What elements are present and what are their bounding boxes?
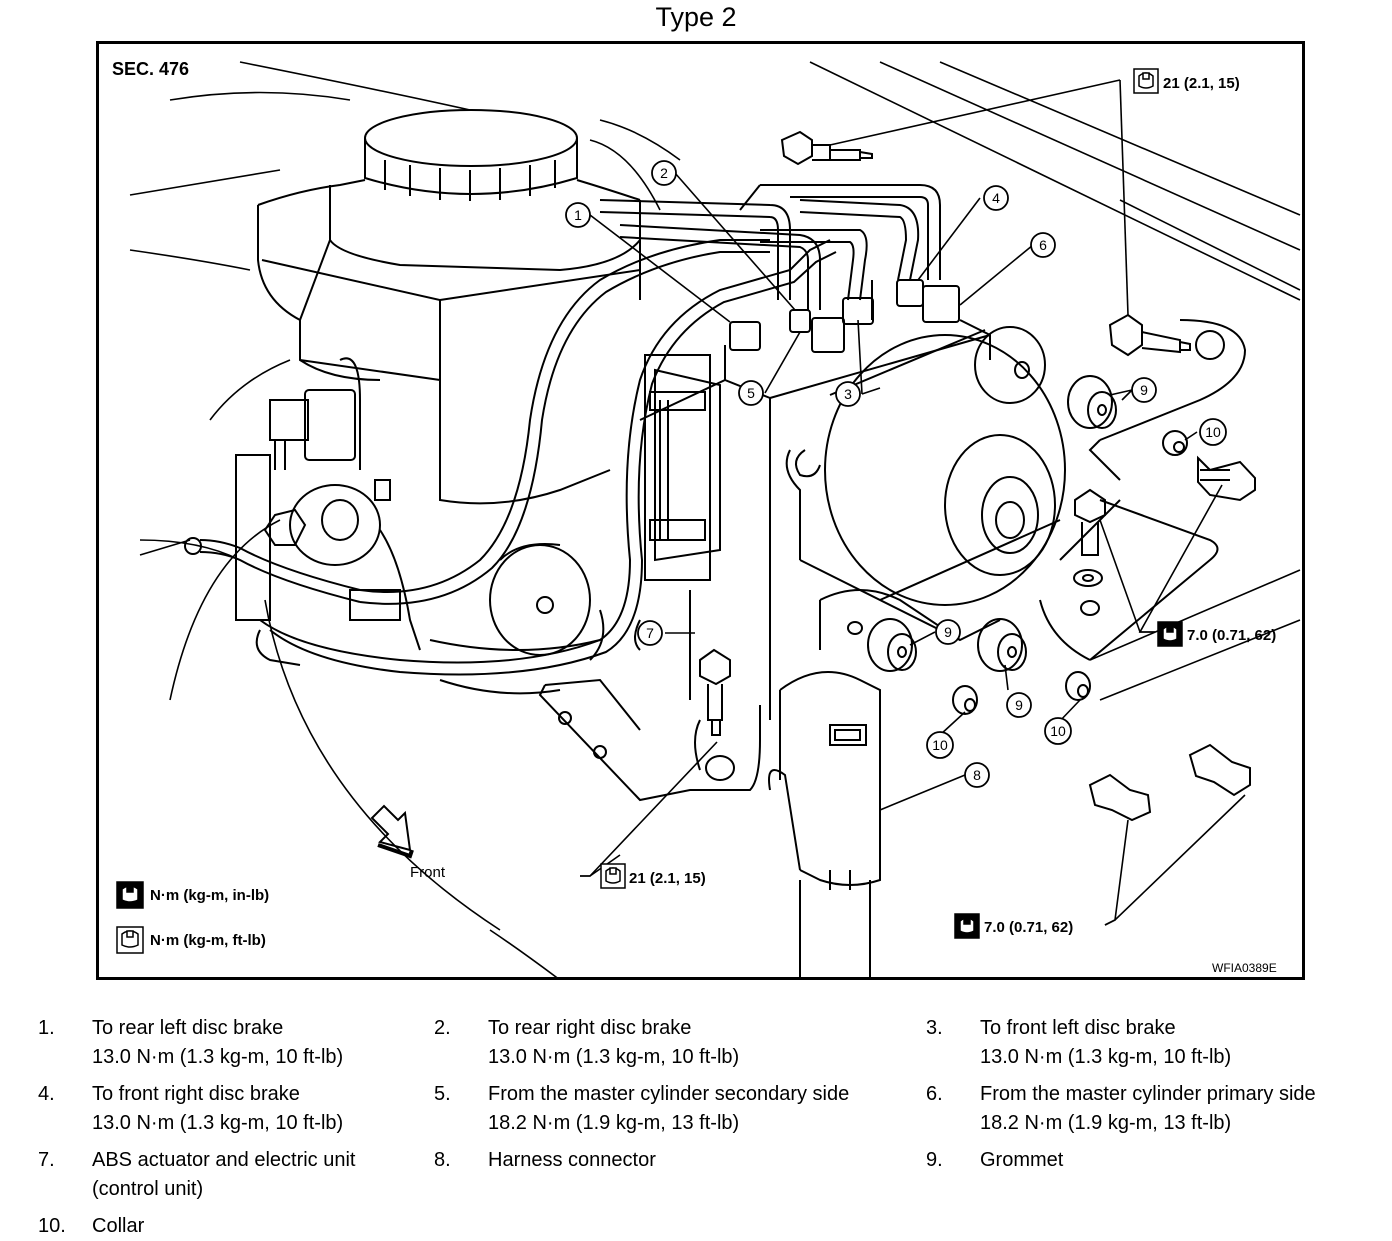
callout-9-c xyxy=(1006,692,1032,718)
callout-4 xyxy=(983,185,1009,211)
bolts xyxy=(699,130,1256,822)
callout-label: 9 xyxy=(1140,382,1148,398)
legend-text: ABS actuator and electric unit(control u… xyxy=(92,1149,356,1200)
callout-label: 2 xyxy=(660,165,668,181)
background-outlines xyxy=(129,61,1301,977)
section-label: SEC. 476 xyxy=(112,59,189,79)
callout-10-a xyxy=(1199,418,1227,446)
master-cylinder-reservoir xyxy=(257,179,641,505)
wrench-ftlb-icon xyxy=(1133,68,1159,94)
reservoir-cap xyxy=(364,109,578,201)
callout-1 xyxy=(565,202,591,228)
callout-label: 3 xyxy=(844,386,852,402)
abs-actuator-diagram: 1 2 3 4 5 6 7 8 9 9 9 10 10 10 xyxy=(112,59,1301,977)
callout-label: 10 xyxy=(932,737,948,753)
collars xyxy=(952,430,1188,715)
grommets xyxy=(867,375,1117,672)
legend-number: 4. xyxy=(38,1083,55,1105)
front-arrow-icon xyxy=(370,804,414,859)
callout-label: 10 xyxy=(1205,424,1221,440)
mounting-bracket-bottom xyxy=(538,589,1001,802)
legend-text: Collar xyxy=(92,1215,145,1237)
legend-number: 1. xyxy=(38,1017,55,1039)
mounting-bracket-right xyxy=(1039,319,1247,661)
figure-code: WFIA0389E xyxy=(1212,961,1277,975)
callout-labels: 1 2 3 4 5 6 7 8 9 9 9 10 10 10 xyxy=(574,165,1221,783)
callout-10-c xyxy=(1044,717,1072,745)
torque-label-bottom-right: 7.0 (0.71, 62) xyxy=(984,919,1073,936)
abs-actuator-block xyxy=(639,184,991,720)
callout-label: 5 xyxy=(747,385,755,401)
callout-label: 8 xyxy=(973,767,981,783)
legend-number: 7. xyxy=(38,1149,55,1171)
legend-number: 10. xyxy=(38,1215,66,1237)
wrench-inlb-icon xyxy=(954,913,980,939)
legend-number: 8. xyxy=(434,1149,451,1171)
callout-label: 4 xyxy=(992,190,1000,206)
torque-label-top-right: 21 (2.1, 15) xyxy=(1163,75,1240,92)
flare-nuts xyxy=(729,279,960,353)
legend-text: Harness connector xyxy=(488,1149,656,1171)
callout-label: 9 xyxy=(1015,697,1023,713)
callout-7 xyxy=(637,620,663,646)
callout-8 xyxy=(964,762,990,788)
callout-10-b xyxy=(926,731,954,759)
abs-motor xyxy=(795,326,1066,606)
callout-9-b xyxy=(935,619,961,645)
legend-number: 5. xyxy=(434,1083,451,1105)
callouts xyxy=(565,160,1227,788)
torque-icons xyxy=(116,68,1183,954)
callout-9-a xyxy=(1131,377,1157,403)
legend-number: 9. xyxy=(926,1149,943,1171)
callout-3 xyxy=(835,381,861,407)
diagram-title: Type 2 xyxy=(655,2,737,32)
leader-lines xyxy=(580,79,1246,926)
master-cylinder-body xyxy=(235,357,601,695)
legend-number: 2. xyxy=(434,1017,451,1039)
legend-number: 6. xyxy=(926,1083,943,1105)
callout-label: 6 xyxy=(1039,237,1047,253)
harness-connector xyxy=(768,671,881,977)
legend-text: Grommet xyxy=(980,1149,1064,1171)
wrench-ftlb-icon xyxy=(600,863,626,889)
unit-ftlb-label: N·m (kg-m, ft-lb) xyxy=(150,932,266,949)
wrench-inlb-icon xyxy=(116,881,144,909)
diagram-frame xyxy=(96,41,1305,980)
torque-label-bottom-center: 21 (2.1, 15) xyxy=(629,870,706,887)
legend-number: 3. xyxy=(926,1017,943,1039)
callout-label: 7 xyxy=(646,625,654,641)
callout-label: 10 xyxy=(1050,723,1066,739)
callout-2 xyxy=(651,160,677,186)
brake-lines xyxy=(184,184,941,676)
callout-5 xyxy=(738,380,764,406)
unit-inlb-label: N·m (kg-m, in-lb) xyxy=(150,887,269,904)
front-label: Front xyxy=(410,864,446,881)
wrench-ftlb-icon xyxy=(116,926,144,954)
callout-label: 1 xyxy=(574,207,582,223)
wrench-inlb-icon xyxy=(1157,621,1183,647)
callout-label: 9 xyxy=(944,624,952,640)
torque-label-right-mid: 7.0 (0.71, 62) xyxy=(1187,627,1276,644)
callout-6 xyxy=(1030,232,1056,258)
